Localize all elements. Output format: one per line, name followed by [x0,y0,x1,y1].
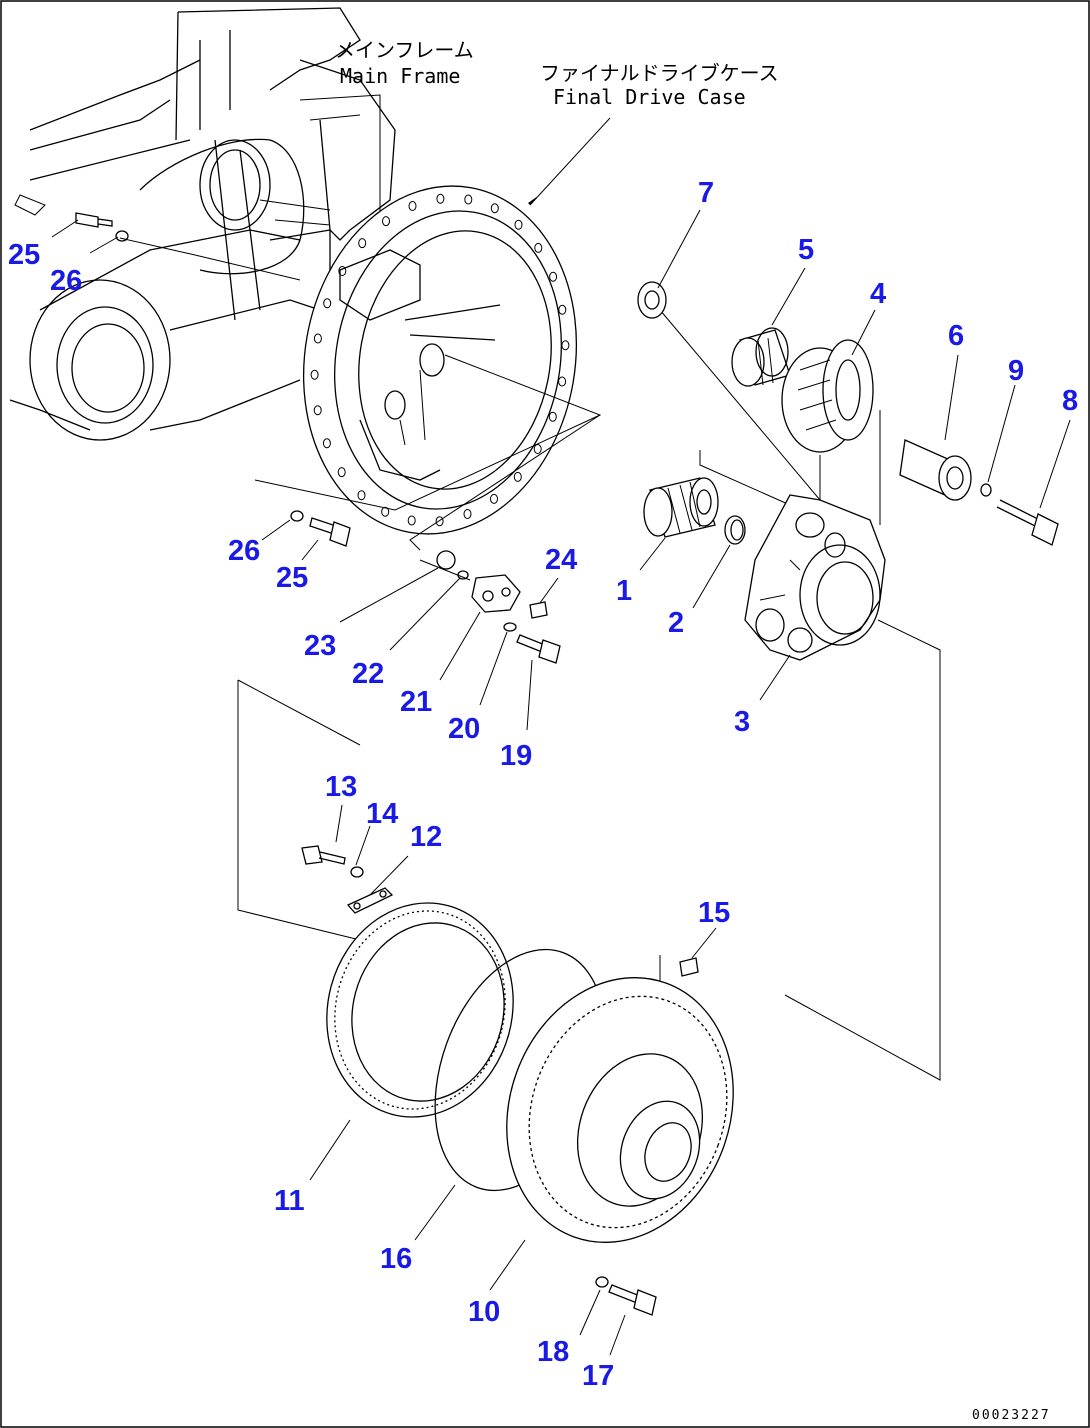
case-bolt-hole [338,266,347,276]
part-number-11: 11 [274,1185,305,1217]
case-bolt-hole [323,298,332,309]
part-number-8: 8 [1062,385,1078,417]
bolt-17 [608,1284,657,1316]
case-bolt-hole [337,467,346,478]
drawing-serial-number: 00023227 [972,1408,1051,1423]
assembly-lines [119,237,941,1081]
case-bolt-hole [513,471,522,482]
part-number-14: 14 [366,798,398,830]
part-number-1: 1 [616,575,632,607]
part-number-17: 17 [582,1360,614,1392]
washer-14 [350,866,364,878]
case-bolt-hole [514,219,523,230]
bolt-13 [301,845,346,865]
bearing-5 [731,327,791,387]
plate-12 [346,887,394,914]
case-bolt-hole [407,515,416,526]
washer-26-lower [290,510,304,522]
part-number-21: 21 [400,686,432,718]
case-bolt-hole [558,304,567,315]
part-number-22: 22 [352,658,384,690]
case-bolt-hole [357,490,366,501]
washer-20 [503,622,517,632]
leader-lines [51,117,1071,1356]
part-number-3: 3 [734,706,750,738]
seal-7 [637,281,667,319]
case-bolt-hole [381,506,390,517]
case-bolt-hole [322,438,331,449]
plug-23 [436,550,456,570]
bearing-1 [643,477,719,538]
case-bolt-hole [408,201,417,211]
case-bolt-hole [561,340,570,351]
final-drive-case-drawing [302,185,578,535]
case-bolt-hole [533,444,542,454]
carrier-3 [744,494,886,661]
case-bolt-hole [548,411,557,422]
part-number-19: 19 [500,740,532,772]
final-drive-case-label-en: Final Drive Case [553,85,746,109]
part-number-5: 5 [798,234,814,266]
bolt-25-upper [75,212,113,228]
bearing-4 [781,339,874,453]
part-number-9: 9 [1008,355,1024,387]
case-bolt-hole [358,238,367,249]
case-bolt-hole [534,242,543,253]
part-number-20: 20 [448,713,480,745]
part-number-6: 6 [948,320,964,352]
case-bolt-hole [463,509,472,519]
arrow-head [528,196,538,205]
plug-24 [529,601,548,619]
part-number-4: 4 [870,278,886,310]
part-number-24: 24 [545,544,577,576]
bolt-8 [996,499,1059,546]
case-bolt-hole [435,516,444,527]
o-ring-22 [457,570,469,580]
hub-10 [506,977,734,1243]
washer-9 [980,483,992,497]
case-bolt-hole [382,216,390,227]
part-number-25: 25 [276,562,308,594]
bolt-25-lower [309,517,351,547]
final-drive-case-label-jp: ファイナルドライブケース [540,61,779,85]
shaft-6 [899,439,972,501]
part-number-25: 25 [8,239,40,271]
case-bolt-hole [313,333,322,344]
main-frame-label-jp: メインフレーム [335,38,474,62]
part-number-16: 16 [380,1243,412,1275]
part-number-10: 10 [468,1296,500,1328]
ring-gear-11 [326,902,514,1118]
main-frame-label-en: Main Frame [340,64,460,88]
part-number-26: 26 [50,265,82,297]
bolt-15 [679,957,699,977]
bolt-19 [516,634,561,664]
case-bolt-hole [549,271,558,282]
part-number-12: 12 [410,821,442,853]
part-number-23: 23 [304,630,336,662]
sensor-21 [471,574,521,613]
washer-26-upper [115,230,129,242]
case-bolt-hole [313,405,322,416]
case-bolt-hole [310,369,319,380]
case-bolt-hole [436,193,445,204]
main-frame-drawing [9,7,396,441]
part-number-18: 18 [537,1336,569,1368]
case-bolt-hole [558,376,567,387]
part-number-26: 26 [228,535,260,567]
washer-18 [595,1276,609,1288]
part-number-7: 7 [698,177,714,209]
snap-ring-2 [724,515,746,545]
part-number-2: 2 [668,607,684,639]
case-bolt-hole [490,493,498,504]
case-bolt-hole [464,194,473,205]
case-bolt-hole [490,203,499,214]
part-number-15: 15 [698,897,730,929]
part-number-13: 13 [325,771,357,803]
